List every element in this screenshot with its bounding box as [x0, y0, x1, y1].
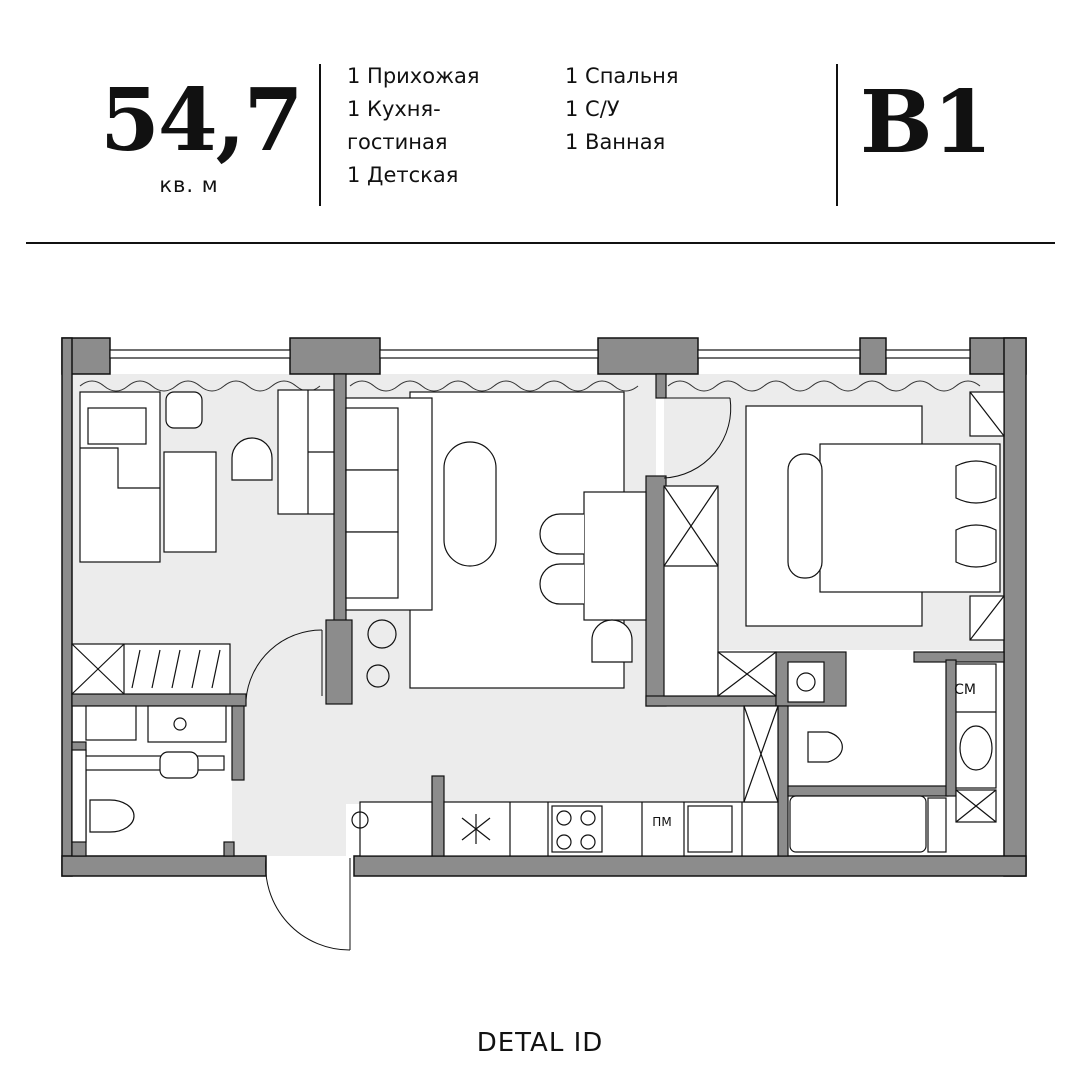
bedroom-furniture: [663, 391, 1005, 697]
plant-2: [366, 664, 390, 688]
pillow-1: [955, 460, 997, 504]
toilet-2: [807, 731, 843, 763]
kids-room-furniture: [79, 389, 335, 563]
dishwasher-label: ПМ: [652, 815, 671, 829]
washer-label: СМ: [954, 682, 976, 698]
living-room-furniture: [345, 391, 647, 689]
dining-chair-2: [539, 563, 584, 605]
room-kitchen-living-line2: гостиная: [347, 130, 448, 154]
bedroom-door-swing: [663, 397, 732, 479]
bathroom-sink: [959, 725, 993, 771]
kids-chair: [231, 437, 273, 481]
room-wc: 1 С/У: [565, 97, 620, 121]
toilet-1: [89, 799, 135, 833]
kids-rug: [163, 451, 217, 553]
header-divider-left: [319, 64, 321, 206]
exterior-walls: [61, 337, 1027, 877]
brand-logo: DETAL ID: [476, 1028, 604, 1058]
bathtub: [789, 795, 927, 853]
layout-code: B1: [860, 72, 993, 173]
room-list-left: 1 Прихожая 1 Кухня- гостиная 1 Детская: [347, 60, 480, 192]
entrance-door-swing: [265, 857, 351, 951]
room-kids: 1 Детская: [347, 163, 459, 187]
hall-storage: [71, 643, 231, 695]
room-bedroom: 1 Спальня: [565, 64, 679, 88]
area-value: 54,7: [100, 70, 303, 171]
room-list-right: 1 Спальня 1 С/У 1 Ванная: [565, 60, 678, 159]
room-bathroom: 1 Ванная: [565, 130, 666, 154]
pillow-2: [955, 524, 997, 568]
kitchen-counter: [351, 705, 779, 857]
area-unit: кв. м: [159, 173, 219, 197]
dining-chair-3: [591, 619, 633, 663]
wc-fixtures: [71, 661, 997, 853]
header-divider-right: [836, 64, 838, 206]
dining-chair-1: [539, 513, 584, 555]
kitchen-sink: [687, 805, 733, 853]
windows: [79, 349, 981, 392]
hall-sink: [147, 705, 227, 743]
doors: [245, 397, 732, 951]
dining-table: [583, 491, 647, 621]
bedroom-wardrobe: [663, 485, 719, 697]
kids-door-swing: [245, 629, 323, 701]
bench: [787, 453, 823, 579]
coffee-table: [443, 441, 497, 567]
plant-1: [367, 619, 397, 649]
header-rule: [26, 242, 1055, 244]
room-kitchen-living-line1: 1 Кухня-: [347, 97, 441, 121]
room-entry-hall: 1 Прихожая: [347, 64, 480, 88]
